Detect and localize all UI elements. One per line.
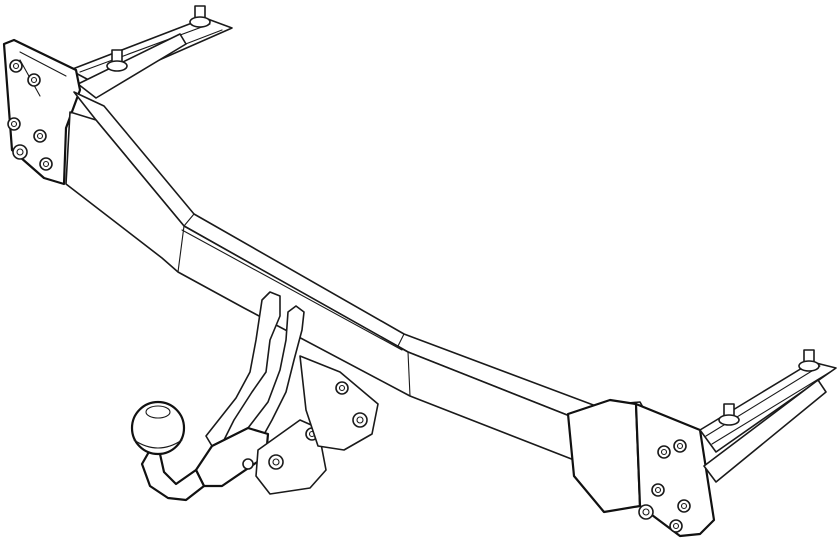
crossbar-joint-left (177, 213, 195, 273)
tow-ball-assembly (130, 291, 379, 502)
right-hanger-plate (247, 305, 305, 441)
tow-ball (130, 400, 186, 456)
left-mounting-bracket (2, 5, 233, 186)
right-plate-bolts (638, 439, 691, 533)
swan-neck-curve (140, 448, 206, 502)
flange-bolt-3 (242, 458, 254, 470)
right-lower-arm (703, 379, 827, 483)
support-bolt-1 (352, 412, 368, 428)
right-arm-studs (718, 349, 820, 426)
right-end-cap (566, 398, 642, 514)
right-upper-arm (699, 361, 837, 453)
flange-bolt-1 (268, 454, 284, 470)
left-plate-bolts (7, 59, 53, 171)
left-arm-studs (106, 5, 211, 72)
support-bolt-2 (335, 381, 349, 395)
left-lower-arm (77, 33, 187, 99)
right-mounting-bracket (566, 349, 837, 538)
crossbar-top-face (73, 91, 651, 429)
left-hanger-plate (205, 291, 281, 447)
crossbar-joint-right (397, 333, 411, 397)
